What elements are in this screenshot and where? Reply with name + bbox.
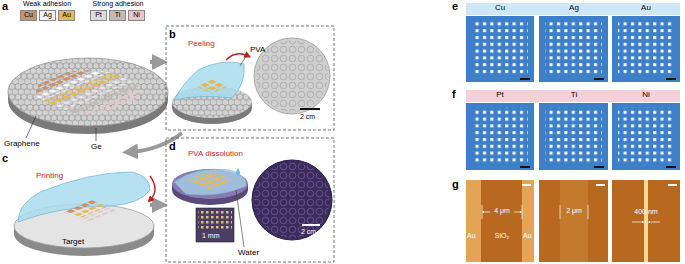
legend-text: Ag	[43, 11, 52, 19]
step-label: Peeling	[188, 40, 215, 49]
scale-label: 2 cm	[300, 113, 315, 121]
scale-label: 2 cm	[301, 228, 316, 236]
region-label: Au	[467, 232, 476, 240]
dimension: 400 nm	[634, 208, 657, 216]
part-label: Water	[238, 249, 259, 258]
step-arrow	[150, 60, 160, 64]
region-label: Au	[523, 232, 532, 240]
column-heading: Ti	[571, 91, 577, 100]
legend-text: Au	[62, 11, 71, 19]
optical-images-f	[466, 103, 680, 170]
panel-letter: f	[452, 88, 456, 100]
scale-label: 1 mm	[202, 232, 220, 240]
photo-d	[252, 160, 332, 240]
legend-text: Pt	[95, 11, 102, 19]
group-heading: Strong adhesion	[93, 0, 144, 8]
panel-letter: b	[169, 28, 176, 40]
step-arrow	[130, 133, 182, 152]
region-label: SiO₂	[495, 232, 509, 240]
column-heading: Au	[641, 4, 651, 13]
part-label: PVA	[250, 46, 265, 55]
legend-text: Cu	[24, 11, 33, 19]
step-arrow	[150, 203, 160, 207]
part-label: Target	[62, 238, 84, 247]
dimension: 2 μm	[566, 207, 582, 215]
dashed-frame	[166, 138, 334, 262]
part-label: Ge	[91, 143, 102, 152]
panel-letter: d	[169, 140, 176, 152]
printing-illustration	[14, 172, 155, 256]
peeling-illustration	[172, 54, 252, 124]
legend-text: Ti	[115, 11, 121, 19]
wafer-a	[8, 58, 168, 141]
header-band	[466, 90, 680, 102]
panel-letter: a	[2, 0, 8, 12]
afm-images-g	[466, 180, 680, 262]
column-heading: Ag	[569, 4, 579, 13]
panel-letter: e	[452, 0, 458, 12]
step-label: Printing	[36, 172, 63, 181]
optical-images-e	[466, 16, 680, 82]
panel-letter: g	[452, 178, 459, 190]
column-heading: Pt	[496, 91, 504, 100]
step-label: PVA dissolution	[188, 150, 243, 159]
column-heading: Cu	[495, 4, 505, 13]
dimension: 4 μm	[494, 207, 510, 215]
group-heading: Weak adhesion	[23, 0, 71, 8]
dissolution-illustration	[172, 168, 248, 247]
header-band	[466, 3, 680, 15]
legend-text: Ni	[133, 11, 140, 19]
panel-letter: c	[2, 152, 8, 164]
column-heading: Ni	[642, 91, 650, 100]
part-label: Graphene	[4, 140, 40, 149]
dashed-frame	[166, 26, 334, 130]
